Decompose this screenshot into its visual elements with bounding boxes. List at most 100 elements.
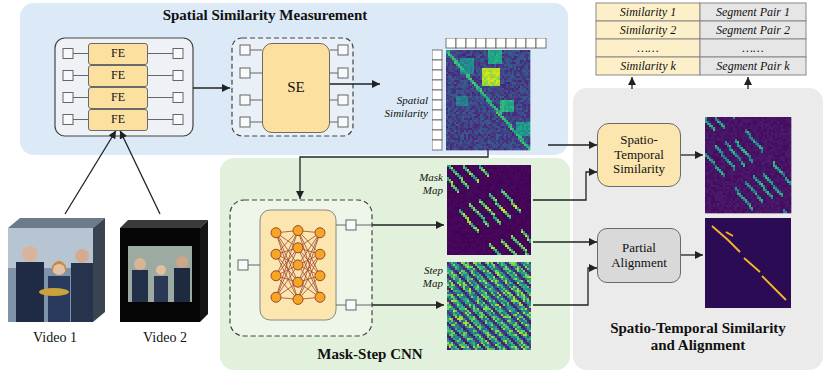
heat-cell xyxy=(713,181,715,183)
heat-cell xyxy=(747,147,749,149)
heat-cell xyxy=(753,185,755,187)
heat-cell xyxy=(765,165,767,167)
heat-cell xyxy=(771,187,773,189)
heat-cell xyxy=(741,143,743,145)
heat-cell xyxy=(745,175,747,177)
heat-cell xyxy=(725,159,727,161)
flow-arrow xyxy=(372,304,444,305)
heat-cell xyxy=(767,203,769,205)
heat-cell xyxy=(739,187,741,189)
heat-cell xyxy=(763,173,765,175)
heat-cell xyxy=(709,191,711,193)
heat-cell xyxy=(777,133,779,135)
heat-cell xyxy=(719,197,721,199)
heat-cell xyxy=(743,125,745,127)
heat-cell xyxy=(757,159,759,161)
heat-cell xyxy=(777,181,779,183)
heat-cell xyxy=(787,121,789,123)
heat-cell xyxy=(709,153,711,155)
heat-cell xyxy=(735,117,737,119)
se-container xyxy=(232,38,353,136)
heat-cell xyxy=(723,165,725,167)
heat-cell xyxy=(787,143,789,145)
heat-cell xyxy=(761,169,763,171)
heat-cell xyxy=(729,183,731,185)
heat-cell xyxy=(711,151,713,153)
heat-cell xyxy=(719,133,721,135)
heat-cell xyxy=(751,203,753,205)
heat-cell xyxy=(753,171,755,173)
heat-cell xyxy=(787,189,789,191)
heat-cell xyxy=(723,123,725,125)
heat-cell xyxy=(731,183,733,185)
heat-cell xyxy=(737,171,739,173)
heat-cell xyxy=(729,127,731,129)
heat-cell xyxy=(707,173,709,175)
heat-cell xyxy=(725,139,727,141)
heat-cell xyxy=(769,189,771,191)
heat-cell xyxy=(733,145,735,147)
heat-cell xyxy=(759,191,761,193)
feature-square xyxy=(63,71,73,81)
heat-cell xyxy=(739,129,741,131)
heat-cell xyxy=(719,123,721,125)
heat-cell xyxy=(769,167,771,169)
heat-cell xyxy=(747,129,749,131)
heat-cell xyxy=(709,193,711,195)
feature-wire xyxy=(148,53,173,54)
heat-cell xyxy=(755,133,757,135)
heat-cell xyxy=(709,137,711,139)
heat-cell xyxy=(785,131,787,133)
feature-wire xyxy=(250,100,262,101)
feature-wire xyxy=(356,225,372,226)
heat-cell xyxy=(715,133,717,135)
heat-cell xyxy=(727,181,729,183)
neuron xyxy=(293,260,303,270)
heat-cell xyxy=(721,175,723,177)
heat-cell xyxy=(755,193,757,195)
heat-cell xyxy=(747,203,749,205)
table-cell xyxy=(700,3,806,21)
heat-cell xyxy=(783,137,785,139)
heat-cell xyxy=(733,163,735,165)
heat-cell xyxy=(781,183,783,185)
heat-cell xyxy=(743,195,745,197)
heat-cell xyxy=(789,147,791,149)
heat-cell xyxy=(785,141,787,143)
heat-cell xyxy=(769,193,771,195)
heat-cell xyxy=(779,187,781,189)
heat-cell xyxy=(709,183,711,185)
heat-cell xyxy=(771,199,773,201)
heat-cell xyxy=(727,137,729,139)
heat-cell xyxy=(729,145,731,147)
heat-cell xyxy=(767,177,769,179)
heat-cell xyxy=(709,203,711,205)
heat-cell xyxy=(707,193,709,195)
heat-cell xyxy=(721,149,723,151)
heat-cell xyxy=(765,157,767,159)
heat-cell xyxy=(765,161,767,163)
heat-cell xyxy=(717,155,719,157)
heat-cell xyxy=(771,121,773,123)
heat-cell xyxy=(781,131,783,133)
heat-cell xyxy=(737,173,739,175)
heat-cell xyxy=(715,147,717,149)
heat-cell xyxy=(745,141,747,143)
heat-cell xyxy=(747,173,749,175)
heat-cell xyxy=(729,119,731,121)
heat-cell xyxy=(755,147,757,149)
heat-cell xyxy=(731,173,733,175)
heat-cell xyxy=(789,119,791,121)
heat-cell xyxy=(761,183,763,185)
heat-cell xyxy=(749,191,751,193)
heat-cell xyxy=(719,183,721,185)
heat-cell xyxy=(773,191,775,193)
heat-cell xyxy=(783,201,785,203)
heat-cell xyxy=(785,135,787,137)
heat-cell xyxy=(757,179,759,181)
heat-cell xyxy=(729,175,731,177)
heat-cell xyxy=(729,133,731,135)
heat-cell xyxy=(735,165,737,167)
heat-cell xyxy=(729,149,731,151)
heat-cell xyxy=(781,155,783,157)
